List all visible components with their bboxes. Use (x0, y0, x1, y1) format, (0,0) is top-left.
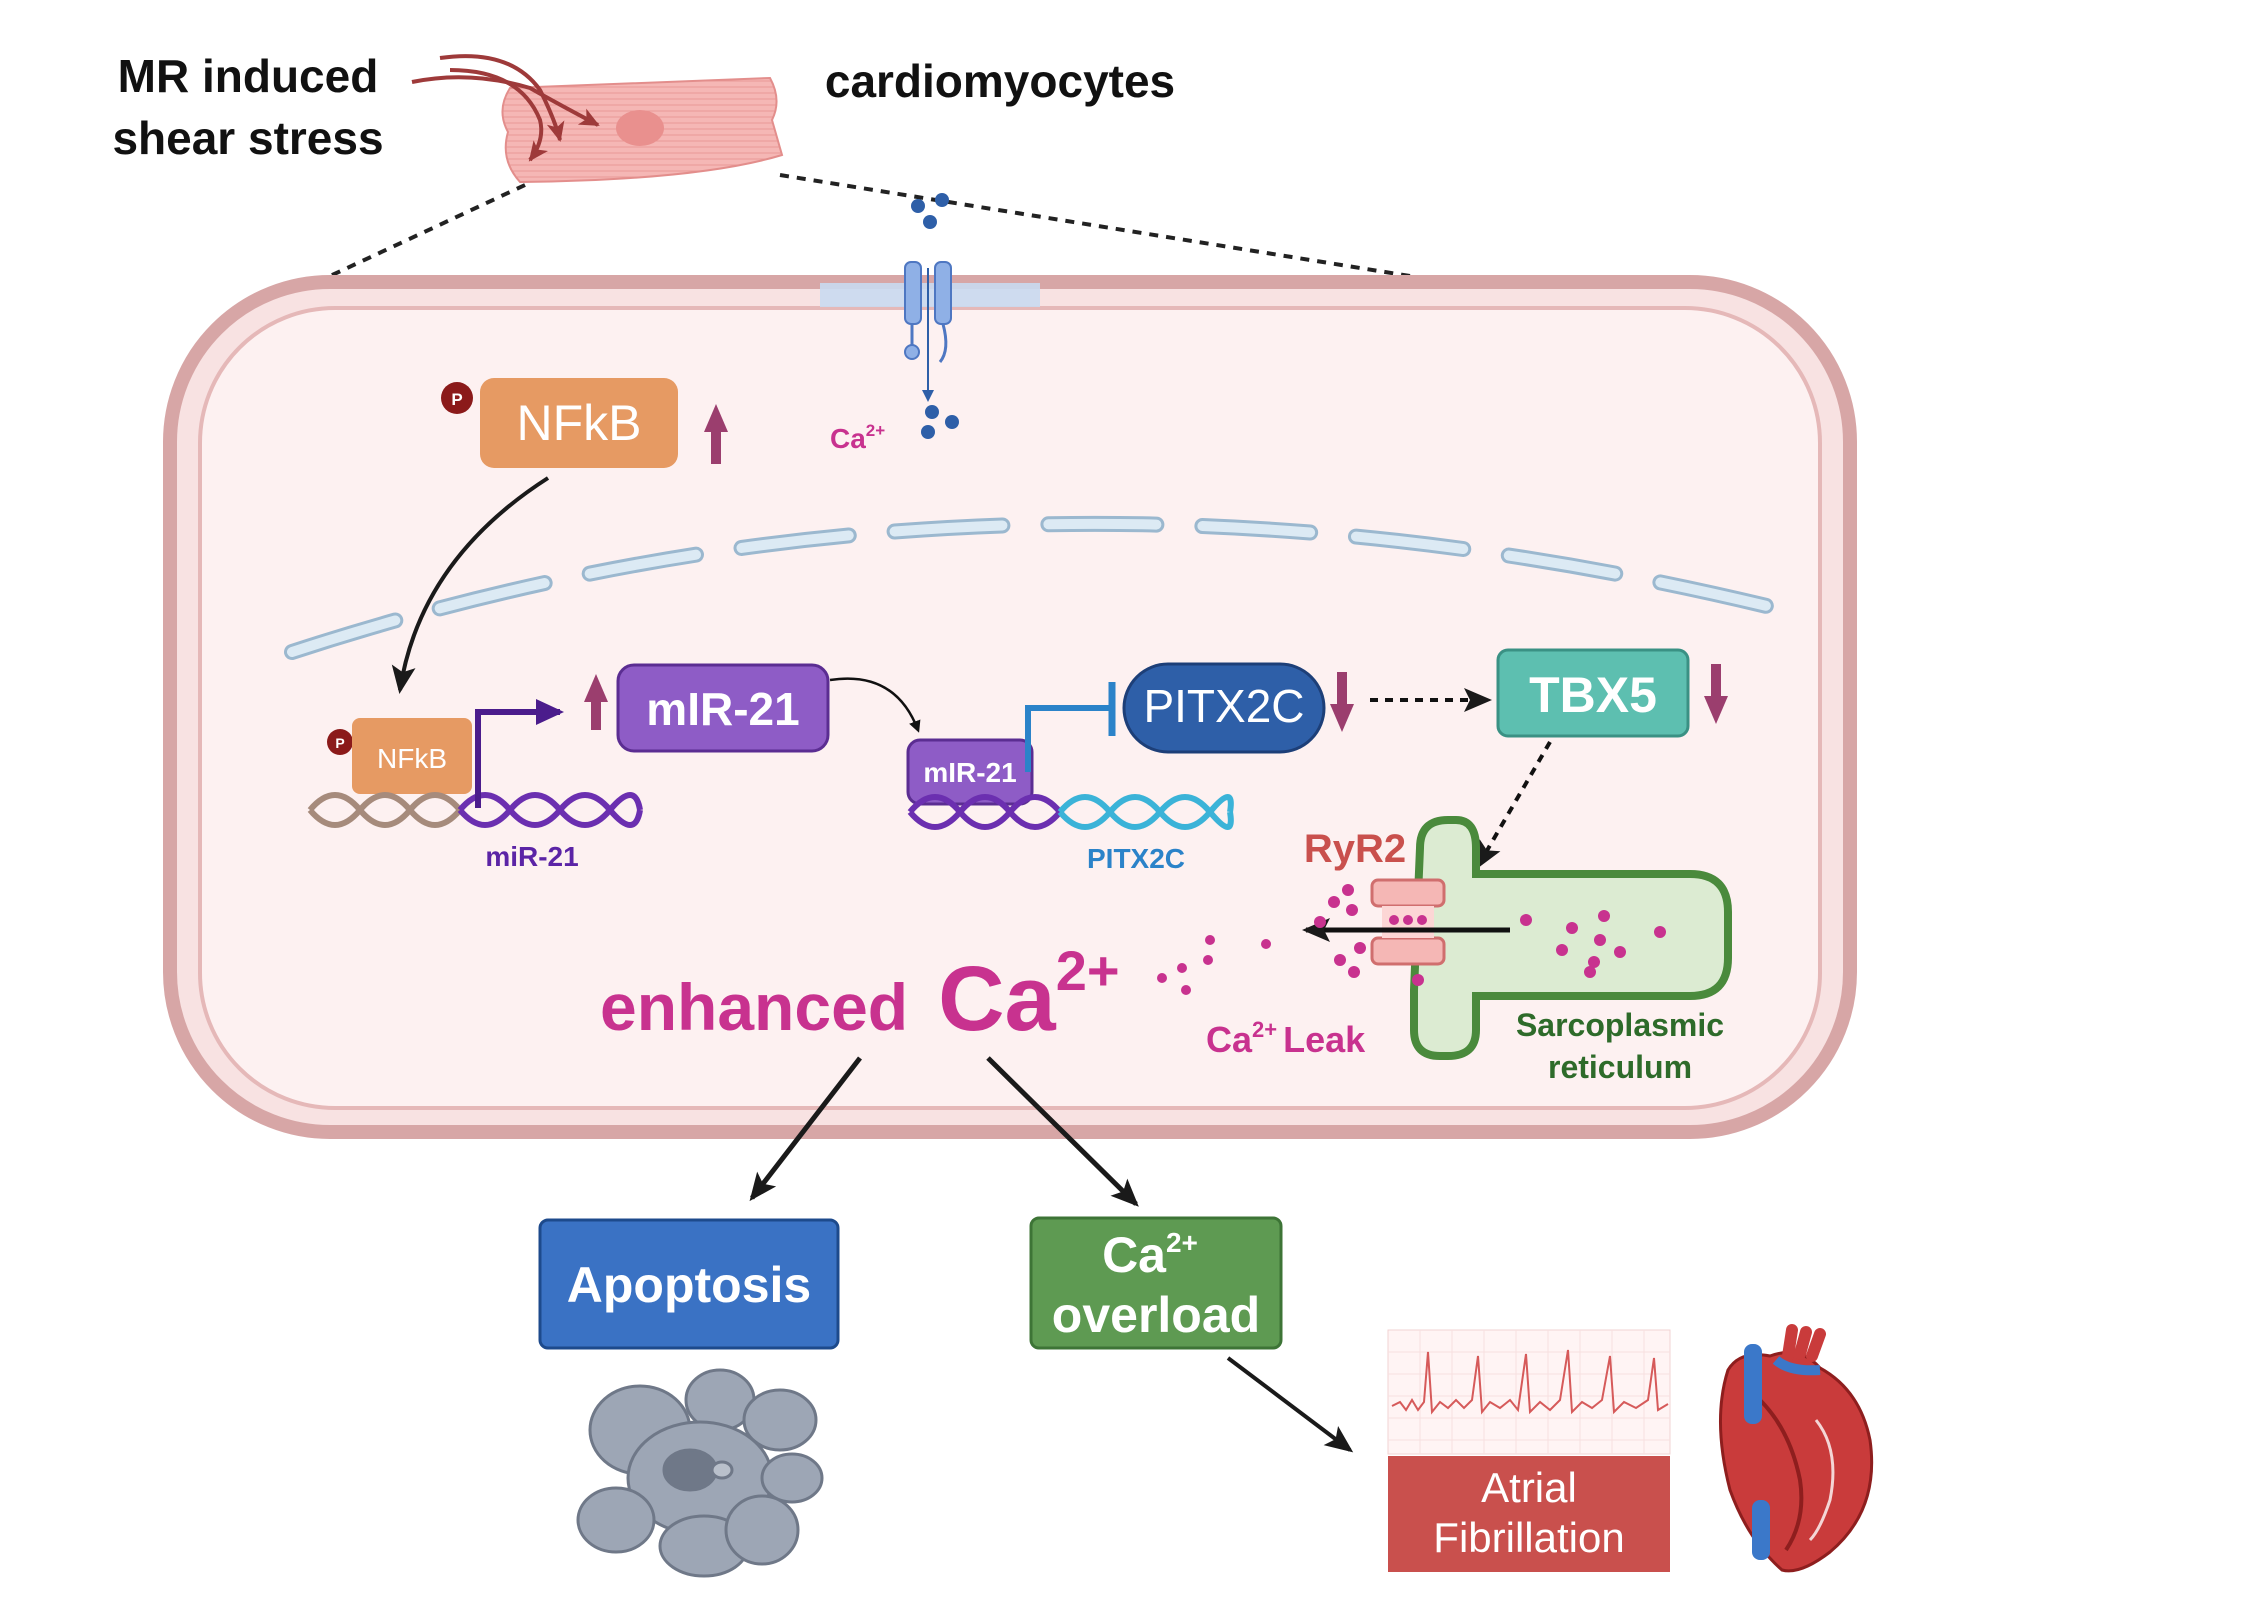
calcium-ions-inside (921, 405, 959, 439)
apoptosis-label: Apoptosis (567, 1257, 811, 1313)
phospho-label: P (451, 390, 462, 409)
apoptotic-cell-icon (576, 1368, 824, 1578)
pitx2c-down-arrow-icon (1330, 672, 1354, 732)
apoptosis-box (538, 1218, 840, 1350)
mir21-gene-label: miR-21 (485, 841, 578, 872)
phospho-badge-small-icon (327, 729, 353, 755)
zoom-line-left (299, 183, 526, 292)
pitx2c-box (1122, 662, 1326, 754)
nfkb-bound-label: NFkB (377, 743, 447, 774)
dna-mir21-gene (307, 792, 643, 828)
nfkb-box (480, 378, 678, 468)
calcium-overload-line1: Ca2+ (1102, 1227, 1198, 1283)
af-label-line1: Atrial (1481, 1464, 1577, 1511)
af-box (1388, 1456, 1670, 1572)
pitx2c-label: PITX2C (1143, 680, 1304, 732)
mir21-label: mIR-21 (646, 683, 799, 735)
mir21-box (616, 663, 830, 753)
nfkb-translocation-arrow (391, 476, 550, 694)
tbx5-box (1496, 648, 1690, 738)
ecg-trace-icon (1387, 1329, 1671, 1455)
transcription-arrow (475, 699, 564, 808)
calcium-leak-label: Ca2+Leak (1206, 1017, 1366, 1060)
dna-pitx2c-gene (907, 794, 1234, 830)
cardiomyocytes-label: cardiomyocytes (825, 55, 1175, 107)
af-label-line2: Fibrillation (1433, 1514, 1624, 1561)
arrow-to-af (1226, 1356, 1354, 1453)
calcium-overload-line2: overload (1052, 1287, 1260, 1343)
sarcoplasmic-reticulum (1410, 816, 1732, 1060)
sr-label-line2: reticulum (1548, 1049, 1692, 1085)
shear-stress-label-line2: shear stress (112, 112, 383, 164)
ryr2-channel-icon (1370, 878, 1446, 966)
phospho-small-label: P (335, 735, 344, 751)
pitx2c-gene-label: PITX2C (1087, 843, 1185, 874)
mir21-binding-arrow (829, 677, 921, 733)
calcium-ions-outside (911, 193, 949, 229)
leaking-calcium-dots (1157, 884, 1424, 995)
heart-icon (1719, 1324, 1874, 1573)
nfkb-label: NFkB (517, 395, 642, 451)
calcium-channel-icon (820, 261, 1040, 402)
shear-stress-arrows (411, 54, 600, 162)
calcium-overload-box (1029, 1216, 1283, 1350)
cardiomyocyte-cell-illustration (501, 76, 784, 184)
nfkb-up-arrow-icon (704, 404, 728, 464)
mir21-up-arrow-icon (584, 674, 608, 730)
sr-calcium-dots (1520, 910, 1666, 978)
tbx5-label: TBX5 (1529, 667, 1657, 723)
sr-label-line1: Sarcoplasmic (1516, 1007, 1724, 1043)
ryr2-label: RyR2 (1304, 827, 1406, 871)
shear-stress-label-line1: MR induced (118, 50, 379, 102)
arrow-to-overload (986, 1056, 1139, 1207)
phospho-badge-icon (441, 382, 473, 414)
inhibition-line (1025, 705, 1112, 772)
mir21-bound-label: mIR-21 (923, 757, 1016, 788)
arrow-to-apoptosis (749, 1056, 862, 1202)
zoom-line-right (779, 173, 1436, 282)
nfkb-bound-box (352, 718, 472, 794)
tbx5-down-arrow-icon (1704, 664, 1728, 724)
calcium-entry-label: Ca2+ (830, 421, 885, 454)
